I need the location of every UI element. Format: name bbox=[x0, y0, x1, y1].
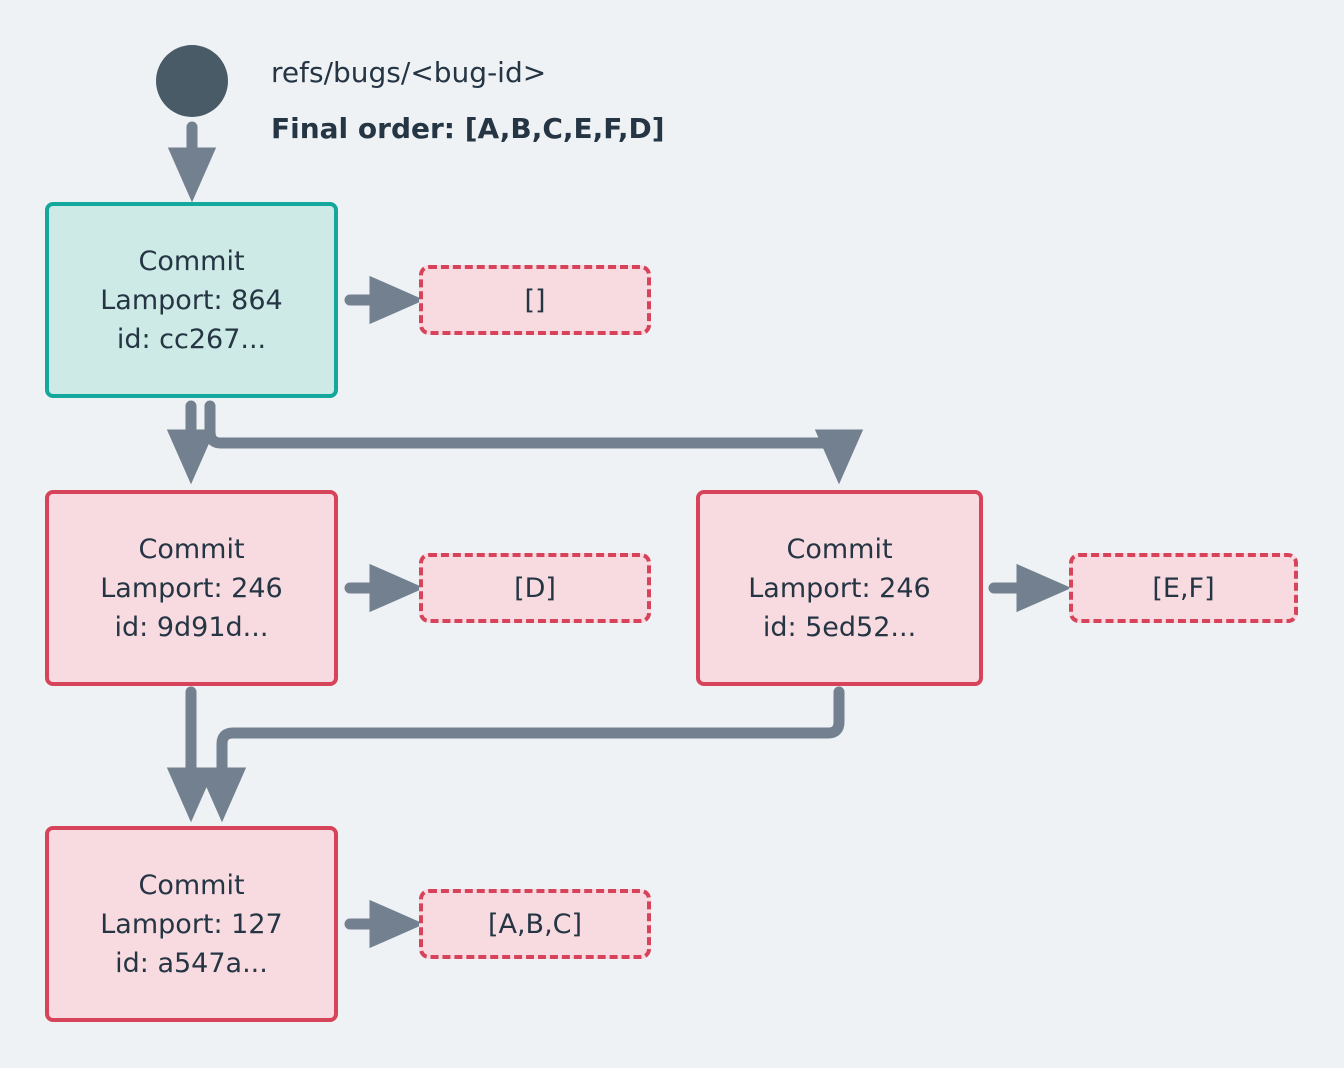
ops-box-label: [] bbox=[524, 284, 546, 316]
commit-node-id: id: cc267... bbox=[116, 323, 267, 355]
edge-n1-to-n3 bbox=[204, 400, 864, 485]
ops-box-label: [A,B,C] bbox=[487, 908, 583, 940]
commit-node-lamport: Lamport: 246 bbox=[100, 572, 283, 604]
ops-box-empty[interactable]: [] bbox=[419, 265, 651, 335]
commit-node-a547a[interactable]: Commit Lamport: 127 id: a547a... bbox=[45, 826, 338, 1022]
commit-node-id: id: a547a... bbox=[115, 947, 268, 979]
commit-node-lamport: Lamport: 864 bbox=[100, 284, 283, 316]
commit-node-9d91d[interactable]: Commit Lamport: 246 id: 9d91d... bbox=[45, 490, 338, 686]
commit-node-cc267[interactable]: Commit Lamport: 864 id: cc267... bbox=[45, 202, 338, 398]
edge-n3-to-n4 bbox=[197, 686, 845, 823]
ref-label: refs/bugs/<bug-id> bbox=[271, 56, 547, 89]
commit-node-title: Commit bbox=[138, 533, 245, 565]
commit-node-id: id: 9d91d... bbox=[114, 611, 269, 643]
final-order-label: Final order: [A,B,C,E,F,D] bbox=[271, 112, 665, 145]
commit-node-title: Commit bbox=[138, 245, 245, 277]
commit-node-lamport: Lamport: 246 bbox=[748, 572, 931, 604]
commit-node-title: Commit bbox=[786, 533, 893, 565]
commit-node-5ed52[interactable]: Commit Lamport: 246 id: 5ed52... bbox=[696, 490, 983, 686]
ops-box-label: [D] bbox=[514, 572, 556, 604]
ops-box-ef[interactable]: [E,F] bbox=[1069, 553, 1298, 623]
commit-node-lamport: Lamport: 127 bbox=[100, 908, 283, 940]
ops-box-abc[interactable]: [A,B,C] bbox=[419, 889, 651, 959]
ref-pointer-node[interactable] bbox=[156, 45, 228, 117]
ops-box-label: [E,F] bbox=[1152, 572, 1215, 604]
commit-node-title: Commit bbox=[138, 869, 245, 901]
commit-node-id: id: 5ed52... bbox=[762, 611, 917, 643]
ops-box-d[interactable]: [D] bbox=[419, 553, 651, 623]
